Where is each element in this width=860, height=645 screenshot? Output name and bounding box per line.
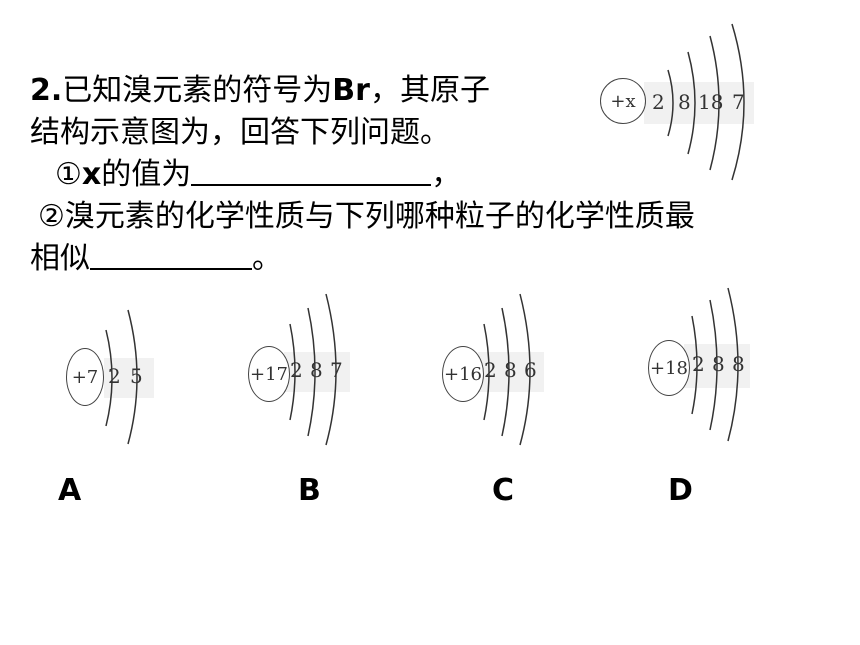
nucleus: +17 [248, 346, 290, 402]
electron-shell-arcs [667, 23, 745, 181]
question-text: 2.已知溴元素的符号为Br，其原子 结构示意图为，回答下列问题。 [30, 70, 590, 154]
variable-x: x [81, 157, 102, 192]
answer-blank-1[interactable] [191, 154, 432, 186]
nucleus: +18 [648, 340, 690, 396]
element-symbol: Br [332, 73, 370, 108]
option-d-label[interactable]: D [668, 473, 693, 508]
option-d-atom-diagram: +18 2 8 8 [646, 286, 756, 442]
answer-blank-2[interactable] [90, 238, 252, 270]
nucleus: +16 [442, 346, 484, 402]
sub-question-2-line-2: 相似。 [30, 238, 282, 280]
option-b-label[interactable]: B [298, 473, 321, 508]
question-line-1: 2.已知溴元素的符号为Br，其原子 [30, 73, 490, 108]
option-a-atom-diagram: +7 2 5 [64, 300, 164, 445]
question-line-2: 结构示意图为，回答下列问题。 [30, 115, 450, 150]
nucleus: +x [600, 78, 646, 124]
option-c-label[interactable]: C [492, 473, 515, 508]
nucleus: +7 [66, 348, 104, 406]
bromine-atom-diagram: +x 2 8 18 7 [596, 20, 766, 181]
question-number: 2. [30, 73, 63, 108]
option-c-atom-diagram: +16 2 8 6 [440, 290, 550, 446]
sub-question-2: ②溴元素的化学性质与下列哪种粒子的化学性质最 [38, 199, 695, 234]
sub-question-1: ①x的值为， [55, 154, 461, 196]
option-b-atom-diagram: +17 2 8 7 [246, 290, 356, 446]
option-a-label[interactable]: A [58, 473, 82, 508]
